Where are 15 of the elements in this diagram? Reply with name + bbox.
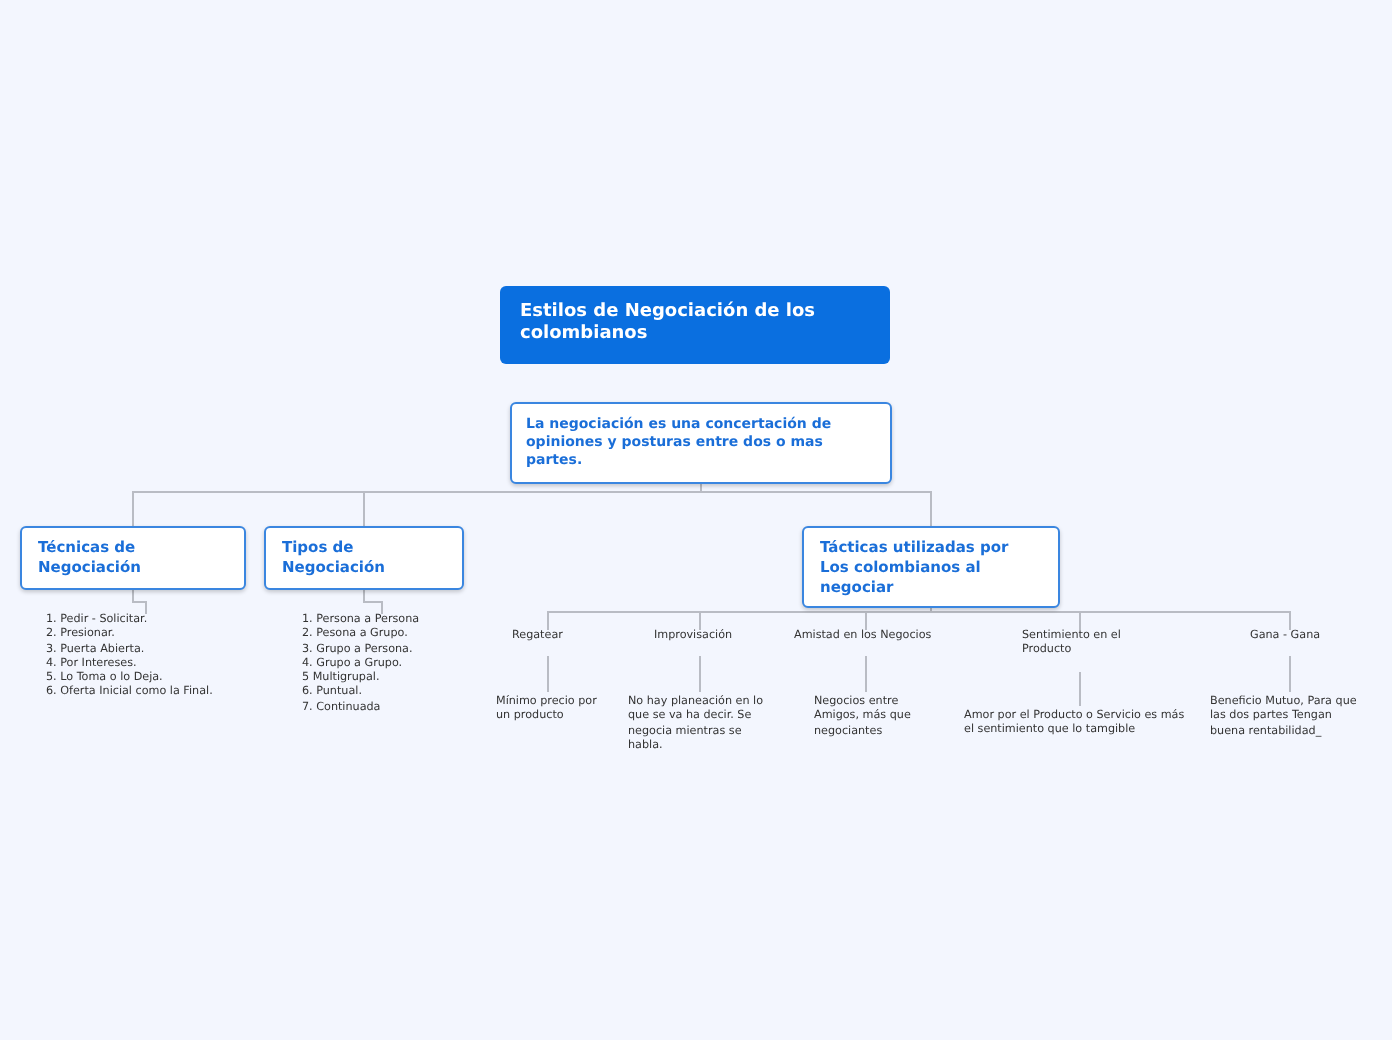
box-label: Estilos de Negociación de los colombianos [520,302,818,347]
connector-line [547,655,549,693]
topic-box [802,526,1060,609]
connector-line [132,589,147,615]
topic-box [20,526,246,589]
connector-line [1289,655,1291,693]
connector-line [1079,671,1081,707]
connector-line [865,655,867,693]
connector-line [865,607,932,631]
title-box [500,286,890,363]
connector-line [363,589,383,615]
topic-box [264,526,464,589]
topic-box [510,402,892,485]
connector-line [930,607,1291,631]
connector-line [699,655,701,693]
